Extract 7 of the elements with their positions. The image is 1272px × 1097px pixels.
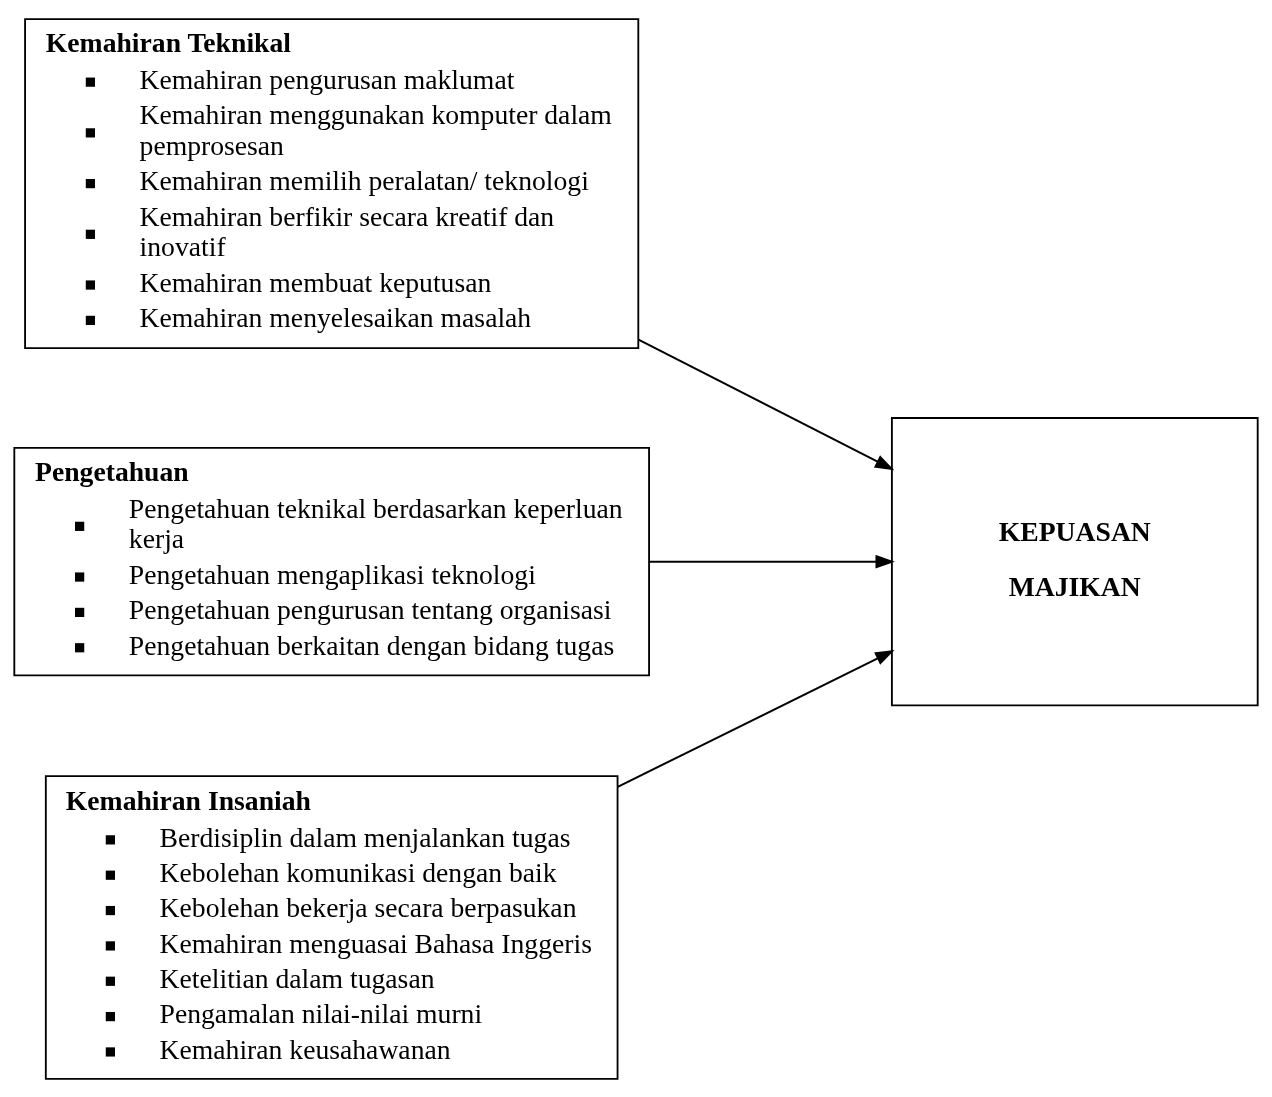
node-box: Pengetahuan Pengetahuan teknikal berdasarkan keperluan kerja Pengetahuan mengaplikasi teknologi Pengetahuan pengurusan tentang organisasi Pengetahuan berkaitan dengan bidang tugas: [13, 446, 650, 676]
node-box: Kemahiran Insaniah Berdisiplin dalam menjalankan tugas Kebolehan komunikasi dengan baik Kebolehan bekerja secara berpasukan Kemahiran menguasai Bahasa Inggeris Ketelitian dalam tugasan Pengamalan nilai-nilai murni Kemahiran keusahawanan: [44, 774, 619, 1080]
node-box: Kemahiran Teknikal Kemahiran pengurusan maklumat Kemahiran menggunakan komputer dalam pemprosesan Kemahiran memilih peralatan/ teknologi Kemahiran berfikir secara kreatif dan inovatif Kemahiran membuat keputusan Kemahiran menyelesaikan masalah: [24, 17, 640, 349]
arrow: [648, 554, 895, 568]
arrow: [616, 649, 895, 788]
node-box: KEPUASAN MAJIKAN: [891, 416, 1259, 706]
arrow: [637, 338, 895, 470]
